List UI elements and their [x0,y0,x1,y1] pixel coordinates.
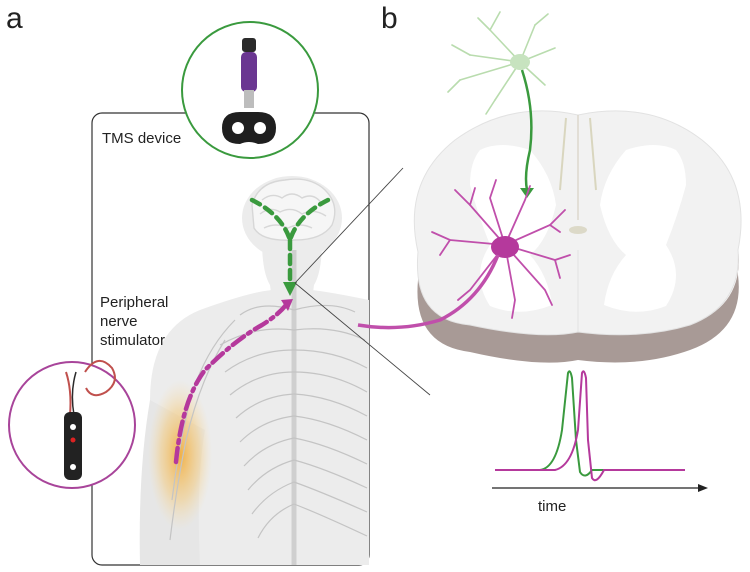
waveform-green [495,370,685,477]
peripheral-label-line-2: nerve [100,313,138,330]
zoom-line-upper [294,167,404,284]
time-axis-label: time [538,498,567,515]
peripheral-label-line-3: stimulator [100,332,166,349]
panel-label-b: b [381,2,398,35]
brain-outline [251,178,336,241]
peripheral-stimulator-label: Peripheral nerve stimulator [100,293,168,350]
tms-coil-icon [222,38,276,144]
corticospinal-pathway [249,197,331,288]
tms-device-label: TMS device [102,130,182,147]
motor-neuron-dendrites [431,179,571,319]
pathway-arrowhead-magenta [281,299,293,311]
time-axis-arrowhead [698,484,708,492]
peripheral-label-line-1: Peripheral [100,294,169,311]
peripheral-stimulator-icon [64,360,116,480]
motor-neuron-soma [491,236,519,258]
upper-neuron-soma [510,54,530,70]
motor-axon [357,254,500,330]
upper-motor-neuron [447,11,556,115]
response-waveforms [492,370,708,492]
zoom-line-lower [294,282,431,396]
pathway-arrowhead-green [283,282,297,296]
corticospinal-axon [520,69,533,191]
peripheral-afferent-pathway [173,302,289,465]
panel-label-a: a [6,2,23,35]
spinal-cord-cross-section [413,110,742,363]
waveform-magenta [495,370,685,482]
muscle-activation-glow [148,380,212,530]
